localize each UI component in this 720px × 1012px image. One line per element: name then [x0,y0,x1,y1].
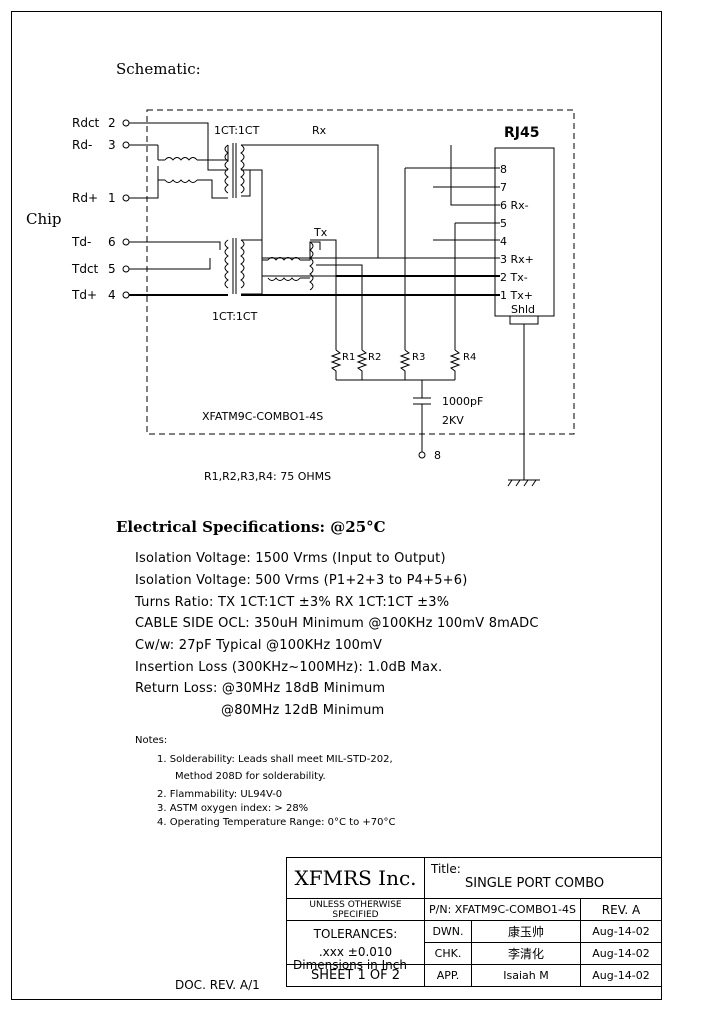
app-label: APP. [424,964,472,987]
resistor-r2: R2 [368,352,381,363]
chip-pin-tdct-num: 5 [108,262,116,276]
title-cell: Title: SINGLE PORT COMBO [424,857,662,899]
spec-line: @80MHz 12dB Minimum [221,703,385,718]
rj45-label: RJ45 [504,125,539,141]
schematic-heading: Schematic: [116,60,201,78]
pin-8-terminal [418,451,426,459]
chip-pin-rdplus: Rd+ [72,191,98,205]
pin-terminal [122,194,130,202]
chip-pin-rdplus-num: 1 [108,191,116,205]
schematic-diagram: Rdct 2 Rd- 3 Rd+ 1 Td- 6 Tdct 5 Td+ 4 [71,109,575,487]
capacitor-voltage: 2KV [442,414,464,427]
note-item: 4. Operating Temperature Range: 0°C to +… [157,817,396,828]
spec-line: Isolation Voltage: 500 Vrms (P1+2+3 to P… [135,573,468,588]
resistor-r1: R1 [342,352,355,363]
chip-pin-tdplus: Td+ [71,288,97,302]
rj45-pin-5: 5 [500,217,507,230]
dwn-date: Aug-14-02 [580,920,662,943]
transformer-bottom-label: 1CT:1CT [212,310,258,323]
pin-terminal [122,119,130,127]
spec-line: Insertion Loss (300KHz~100MHz): 1.0dB Ma… [135,660,443,675]
rj45-pin-6: 6 Rx- [500,199,529,212]
rj45-pin-3: 3 Rx+ [500,253,534,266]
pin-terminal [122,141,130,149]
electrical-title: Electrical Specifications: @25°C [116,518,386,536]
tolerances-cell: TOLERANCES: .xxx ±0.010 [286,920,425,965]
revision: REV. A [580,898,662,921]
chip-pin-rdminus: Rd- [72,138,92,152]
chk-date: Aug-14-02 [580,942,662,965]
rj45-pin-4: 4 [500,235,507,248]
pin-terminal [122,238,130,246]
dimensions-note: Dimensions in Inch [293,958,407,972]
dwn-label: DWN. [424,920,472,943]
chip-pin-tdplus-num: 4 [108,288,116,302]
pin-8-label: 8 [434,449,441,462]
note-item: 3. ASTM oxygen index: > 28% [157,803,309,814]
rj45-pin-2: 2 Tx- [500,271,528,284]
chip-pin-tdminus: Td- [71,235,91,249]
title-block: XFMRS Inc. Title: SINGLE PORT COMBO UNLE… [286,857,662,987]
tx-label: Tx [313,226,328,239]
notes-title: Notes: [135,735,168,746]
resistor-r3: R3 [412,352,425,363]
chip-pin-tdminus-num: 6 [108,235,116,249]
doc-revision: DOC. REV. A/1 [175,978,260,992]
resistor-note: R1,R2,R3,R4: 75 OHMS [204,470,331,483]
title-label: Title: [431,862,461,876]
tolerances-label: TOLERANCES: [313,926,398,941]
rj45-connector [494,147,555,317]
chip-pin-tdct: Tdct [71,262,99,276]
spec-line: Cw/w: 27pF Typical @100KHz 100mV [135,638,383,653]
note-item: 1. Solderability: Leads shall meet MIL-S… [157,754,393,765]
dwn-name: 康玉帅 [471,920,581,943]
chip-label: Chip [26,210,62,228]
sheet-number: SHEET 1 OF 2 [286,964,425,987]
unless-specified: UNLESS OTHERWISE SPECIFIED [286,898,425,921]
app-name: Isaiah M [471,964,581,987]
chk-label: CHK. [424,942,472,965]
rj45-pin-7: 7 [500,181,507,194]
note-item: Method 208D for solderability. [175,771,326,782]
spec-line: CABLE SIDE OCL: 350uH Minimum @100KHz 10… [135,616,539,631]
resistor-r4: R4 [463,352,476,363]
pin-terminal [122,291,130,299]
note-item: 2. Flammability: UL94V-0 [157,789,283,800]
page-border [11,11,662,1000]
rx-label: Rx [312,124,327,137]
chip-pin-rdct: Rdct [72,116,100,130]
company-name: XFMRS Inc. [286,857,425,899]
chip-pin-rdminus-num: 3 [108,138,116,152]
shield-label: Shld [511,303,535,316]
pin-terminal [122,265,130,273]
spec-line: Return Loss: @30MHz 18dB Minimum [135,681,386,696]
capacitor-value: 1000pF [442,395,483,408]
chk-name: 李清化 [471,942,581,965]
rj45-pin-1: 1 Tx+ [500,289,533,302]
app-date: Aug-14-02 [580,964,662,987]
part-number: P/N: XFATM9C-COMBO1-4S [424,898,581,921]
module-outline [146,109,575,435]
chip-pin-rdct-num: 2 [108,116,116,130]
transformer-top-label: 1CT:1CT [214,124,260,137]
rj45-pin-8: 8 [500,163,507,176]
drawing-title: SINGLE PORT COMBO [465,876,605,891]
part-label: XFATM9C-COMBO1-4S [202,410,323,423]
spec-line: Turns Ratio: TX 1CT:1CT ±3% RX 1CT:1CT ±… [135,595,450,610]
spec-line: Isolation Voltage: 1500 Vrms (Input to O… [135,551,446,566]
tolerance-value: .xxx ±0.010 [318,944,393,959]
